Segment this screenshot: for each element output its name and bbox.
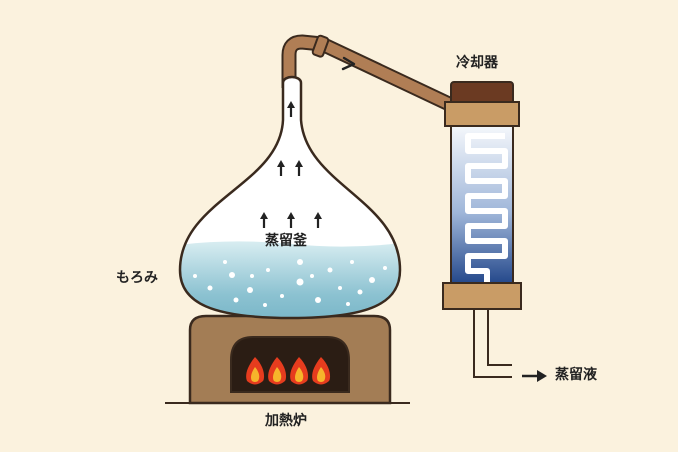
bubble	[193, 274, 197, 278]
up-arrow-icon	[277, 160, 285, 176]
outlet-pipe	[473, 309, 512, 378]
bubble	[338, 286, 342, 290]
up-arrow-icon	[314, 212, 322, 228]
bubble	[280, 294, 284, 298]
bubble	[266, 268, 270, 272]
bubble	[233, 297, 239, 303]
bubble	[327, 267, 333, 273]
bubble	[229, 272, 235, 278]
bubble	[247, 287, 253, 293]
bubble	[296, 278, 304, 286]
furnace-mouth	[230, 336, 350, 393]
wash-label: もろみ	[116, 270, 158, 286]
bubble	[383, 266, 387, 270]
up-arrow-icon	[287, 101, 295, 117]
flame-icon	[268, 357, 287, 385]
bubble	[297, 259, 303, 265]
flame-icon	[246, 357, 265, 385]
condenser	[442, 81, 522, 378]
bubble	[357, 289, 363, 295]
bubble	[315, 297, 321, 303]
bubbles	[193, 259, 387, 307]
cooling-coil	[465, 133, 508, 284]
right-arrow-icon	[341, 56, 356, 71]
distillate-label: 蒸留液	[555, 367, 597, 383]
flame-icon	[312, 357, 331, 385]
condenser-bottom-band	[442, 282, 522, 310]
up-arrow-icon	[260, 212, 268, 228]
still-pot	[178, 75, 402, 320]
bubble	[369, 277, 375, 283]
vapor-arrows	[260, 101, 322, 228]
bubble	[263, 303, 267, 307]
condenser-label: 冷却器	[456, 55, 498, 71]
bubble	[223, 260, 227, 264]
flames	[246, 357, 331, 385]
still-pot-label: 蒸留釜	[265, 233, 307, 249]
bubble	[310, 274, 314, 278]
up-arrow-icon	[295, 160, 303, 176]
up-arrow-icon	[287, 212, 295, 228]
bubble	[250, 274, 254, 278]
bubble	[346, 302, 350, 306]
condenser-cap	[450, 81, 514, 105]
lyne-arm	[281, 34, 453, 111]
condenser-top-band	[444, 101, 520, 127]
flame-icon	[290, 357, 309, 385]
furnace	[188, 314, 392, 405]
wash-liquid	[180, 241, 400, 318]
bubble	[350, 260, 354, 264]
bubble	[207, 285, 213, 291]
furnace-label: 加熱炉	[265, 413, 307, 429]
pipe-joint	[311, 34, 330, 58]
right-arrow-icon	[522, 370, 547, 382]
